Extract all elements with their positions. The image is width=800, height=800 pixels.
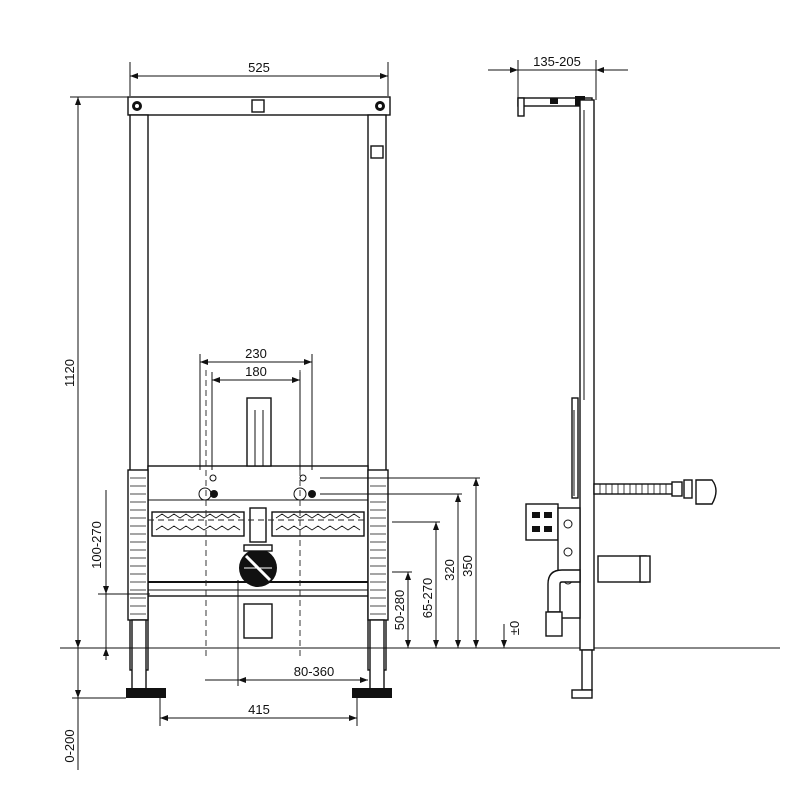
label-outlet-height-320: 320 — [442, 559, 457, 581]
label-outlet-height-350: 350 — [460, 555, 475, 577]
left-foot — [126, 688, 166, 698]
label-foot-adjust: 0-200 — [62, 729, 77, 762]
label-side-height: 100-270 — [89, 521, 104, 569]
front-view: 525 — [60, 60, 780, 770]
supply-bar-left — [151, 511, 245, 537]
label-drain-offset: 80-360 — [294, 664, 334, 679]
right-foot — [352, 688, 392, 698]
floor-level-marker: ±0 — [501, 621, 522, 648]
side-drain-outlet — [597, 555, 647, 583]
drain-elbow — [239, 544, 277, 639]
dim-feet-spacing: 415 — [159, 698, 358, 726]
bolt-cap — [695, 479, 717, 505]
label-outlet-spacing-inner: 180 — [245, 364, 267, 379]
dim-foot-adjust: 0-200 — [62, 648, 126, 770]
dim-frame-height: 1120 — [62, 96, 128, 648]
right-hatched-plate — [367, 469, 389, 621]
label-frame-width: 525 — [248, 60, 270, 75]
dim-drain-offset: 80-360 — [205, 580, 368, 686]
dim-outlet-heights: 350 320 65-270 50-280 — [320, 477, 480, 648]
label-floor-level: ±0 — [507, 621, 522, 635]
side-column — [579, 99, 595, 651]
dim-depth: 135-205 — [488, 54, 628, 100]
dim-side-height: 100-270 — [89, 490, 150, 660]
label-outlet-spacing-outer: 230 — [245, 346, 267, 361]
label-outlet-height-50-280: 50-280 — [392, 590, 407, 630]
label-frame-height: 1120 — [62, 359, 77, 387]
label-depth: 135-205 — [533, 54, 581, 69]
dim-outlet-spacing: 230 180 — [199, 346, 313, 470]
mounting-bracket — [246, 397, 272, 467]
side-view: 135-205 — [488, 54, 717, 699]
side-drain-pipe — [547, 569, 581, 613]
label-feet-spacing: 415 — [248, 702, 270, 717]
dim-frame-width: 525 — [129, 60, 389, 96]
supply-bar-right — [271, 511, 365, 537]
label-outlet-height-65-270: 65-270 — [420, 578, 435, 618]
left-hatched-plate — [127, 469, 149, 621]
